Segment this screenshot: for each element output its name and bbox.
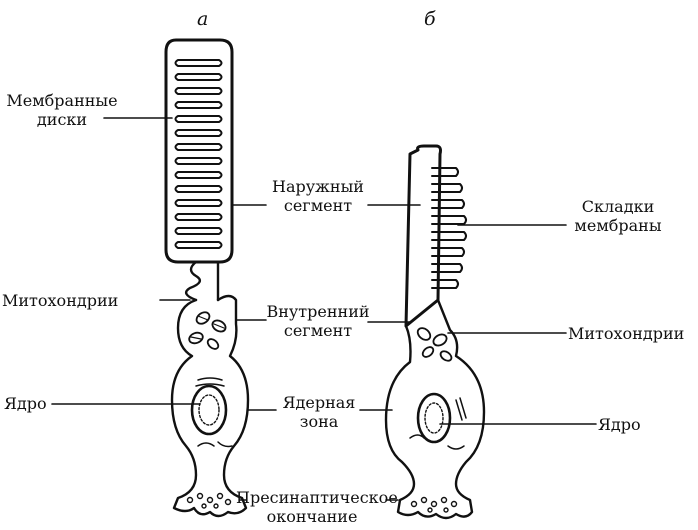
presynaptic-line-1: Пресинаптическое (236, 488, 398, 507)
membrane-folds-label: Складки мембраны (566, 197, 670, 235)
inner-segment-label: Внутренний сегмент (266, 302, 370, 340)
outer-segment-line-2: сегмент (283, 196, 353, 215)
rod-mitochondria (188, 311, 227, 350)
panel-label-b: б (424, 8, 436, 30)
rod-cell (164, 38, 250, 518)
mitochondria-right-label: Митохондрии (568, 324, 685, 343)
inner-segment-line-1: Внутренний (266, 302, 370, 321)
outer-segment-line-1: Наружный (272, 177, 364, 196)
membrane-disks-label: Мембранные диски (0, 91, 124, 129)
leader-lines (51, 117, 597, 501)
cone-cell (384, 144, 486, 520)
inner-segment-line-2: сегмент (283, 321, 353, 340)
membrane-disks-line-2: диски (36, 110, 88, 129)
rod-outer-segment (164, 38, 234, 264)
cone-membrane-folds (431, 167, 467, 289)
outer-segment-label: Наружный сегмент (268, 177, 368, 215)
cone-inner-segment (384, 298, 486, 520)
panel-label-a: а (197, 8, 209, 30)
nuclear-zone-label: Ядерная зона (276, 393, 362, 431)
cone-nucleus (416, 392, 452, 444)
nuclear-zone-line-2: зона (299, 412, 339, 431)
cone-outer-segment (404, 144, 442, 328)
rod-membrane-disks (174, 59, 223, 249)
nucleus-left-label: Ядро (4, 394, 47, 413)
membrane-disks-line-1: Мембранные (6, 91, 118, 110)
rod-inner-segment (170, 294, 250, 518)
membrane-folds-line-2: мембраны (574, 216, 662, 235)
nuclear-zone-line-1: Ядерная (282, 393, 356, 412)
presynaptic-label: Пресинаптическое окончание (236, 488, 398, 526)
membrane-folds-line-1: Складки (581, 197, 655, 216)
rod-nucleus (190, 384, 228, 436)
rod-cilium (184, 260, 202, 302)
presynaptic-line-2: окончание (266, 507, 358, 526)
cone-mitochondria (416, 327, 453, 362)
mitochondria-left-label: Митохондрии (2, 291, 119, 310)
nucleus-right-label: Ядро (598, 415, 641, 434)
